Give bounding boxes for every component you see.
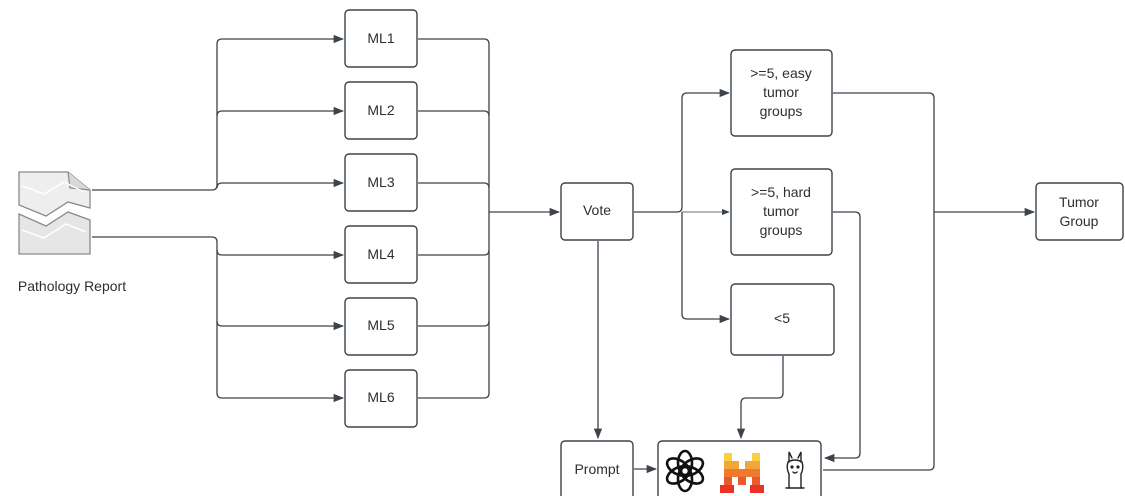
tumor-group-node: Tumor Group (1035, 182, 1124, 241)
pathology-report-label: Pathology Report (18, 278, 126, 294)
ml3-label: ML3 (367, 174, 394, 190)
vote-label: Vote (583, 202, 611, 218)
hard-groups-node: >=5, hard tumor groups (730, 168, 833, 256)
ml1-node: ML1 (344, 9, 418, 68)
ml5-label: ML5 (367, 317, 394, 333)
ml3-node: ML3 (344, 153, 418, 212)
hard-groups-line3: groups (760, 222, 803, 238)
ml1-label: ML1 (367, 30, 394, 46)
ml2-label: ML2 (367, 102, 394, 118)
llama-logo-icon (785, 451, 805, 489)
vote-node: Vote (560, 182, 634, 241)
ml-models: ML1 ML2 ML3 ML4 ML5 ML6 (344, 9, 418, 428)
ml5-node: ML5 (344, 297, 418, 356)
tumor-group-line1: Tumor (1059, 194, 1099, 210)
prompt-label: Prompt (574, 461, 619, 477)
ml6-label: ML6 (367, 389, 394, 405)
pathology-report-node: Pathology Report (18, 171, 126, 294)
easy-groups-node: >=5, easy tumor groups (730, 49, 833, 137)
ml4-label: ML4 (367, 246, 394, 262)
openai-logo-icon (665, 449, 705, 493)
ml6-node: ML6 (344, 369, 418, 428)
tumor-group-line2: Group (1060, 213, 1099, 229)
prompt-node: Prompt (560, 440, 634, 496)
low-count-label: <5 (774, 310, 790, 326)
hard-groups-line2: tumor (763, 203, 799, 219)
llm-group-node (657, 440, 822, 496)
easy-groups-line3: groups (760, 103, 803, 119)
mistral-logo-icon (720, 453, 764, 493)
document-icon (18, 171, 91, 255)
ml2-node: ML2 (344, 81, 418, 140)
easy-groups-line1: >=5, easy (750, 65, 812, 81)
low-count-node: <5 (730, 283, 835, 356)
easy-groups-line2: tumor (763, 84, 799, 100)
ml4-node: ML4 (344, 225, 418, 284)
hard-groups-line1: >=5, hard (751, 184, 811, 200)
connectors (92, 34, 1036, 474)
